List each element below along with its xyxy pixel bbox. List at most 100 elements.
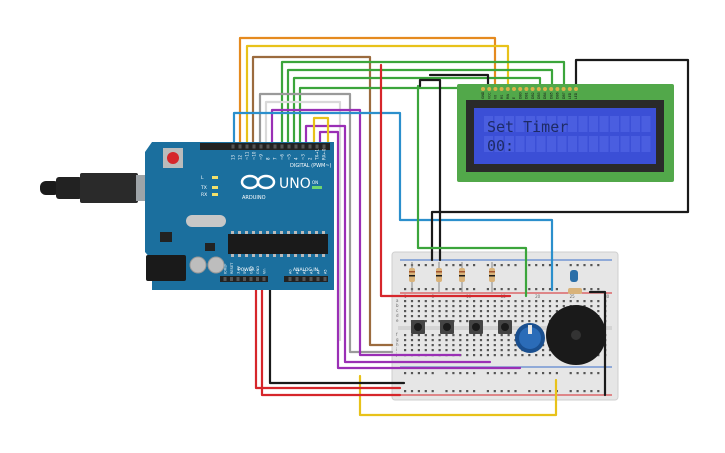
- bb-hole: [500, 349, 503, 352]
- bb-row-letter: i: [396, 347, 397, 352]
- rail-hole: [445, 372, 448, 375]
- bb-hole: [542, 315, 545, 318]
- rail-hole: [542, 264, 545, 267]
- bb-hole: [445, 300, 448, 303]
- rail-hole: [466, 288, 469, 291]
- digital-pin: [266, 144, 270, 149]
- bb-hole: [459, 349, 462, 352]
- bb-column-number: 25: [570, 294, 576, 299]
- lcd-cell: [494, 136, 504, 152]
- bb-hole: [445, 344, 448, 347]
- lcd-cell: [641, 116, 651, 132]
- bb-hole: [473, 310, 476, 313]
- rail-hole: [590, 264, 593, 267]
- bb-hole: [459, 334, 462, 337]
- bb-hole: [514, 349, 517, 352]
- bb-hole: [576, 300, 579, 303]
- power-pin-label: GND: [256, 266, 260, 274]
- pushbutton-cap: [443, 323, 451, 331]
- lcd-cell: [589, 116, 598, 132]
- analog-pin: [302, 277, 306, 281]
- rail-hole: [445, 390, 448, 393]
- bb-hole: [404, 334, 407, 337]
- digital-pin-label: ~6: [280, 154, 285, 160]
- bb-hole: [521, 310, 524, 313]
- lcd-cell: [641, 136, 651, 152]
- atmega-chip: [228, 234, 328, 254]
- rail-hole: [486, 372, 489, 375]
- rail-hole: [500, 372, 503, 375]
- bb-hole: [466, 354, 469, 357]
- rail-hole: [466, 264, 469, 267]
- chip-pin: [308, 231, 311, 234]
- lcd-pin-label: LED: [568, 92, 572, 99]
- lcd-pin-label: RS: [500, 95, 504, 99]
- bb-hole: [417, 339, 420, 342]
- analog-pin-label: A5: [324, 269, 328, 274]
- digital-pin-label: 4: [294, 157, 299, 160]
- power-pin: [256, 277, 259, 281]
- wire-green-pot: [416, 84, 528, 298]
- pushbuttons: [411, 320, 512, 334]
- bb-hole: [431, 300, 434, 303]
- digital-pin: [308, 144, 312, 149]
- lcd-cell: [547, 116, 556, 132]
- wire-red-2: [254, 278, 402, 390]
- bb-hole: [452, 300, 455, 303]
- bb-hole: [486, 344, 489, 347]
- bb-row-letter: e: [396, 318, 399, 323]
- rail-hole: [535, 264, 538, 267]
- rail-hole: [507, 264, 510, 267]
- bb-hole: [417, 305, 420, 308]
- rail-hole: [514, 390, 517, 393]
- rail-hole: [528, 264, 531, 267]
- bb-hole: [473, 300, 476, 303]
- rail-hole: [548, 288, 552, 291]
- bb-hole: [424, 315, 427, 318]
- power-pin-label: Vin: [263, 268, 267, 274]
- rail-hole: [493, 372, 496, 375]
- lcd-pin: [524, 87, 529, 91]
- rail-hole: [555, 264, 558, 267]
- bb-hole: [486, 310, 489, 313]
- power-pin: [223, 277, 227, 281]
- bb-hole: [410, 310, 414, 313]
- bb-hole: [424, 334, 427, 337]
- bb-hole: [486, 334, 489, 337]
- rail-hole: [466, 390, 469, 393]
- bb-hole: [431, 349, 434, 352]
- lcd-cell: [547, 136, 556, 152]
- bb-hole: [417, 315, 420, 318]
- digital-pin: [287, 144, 291, 149]
- bb-hole: [507, 354, 510, 357]
- bb-hole: [452, 305, 455, 308]
- bb-hole: [493, 305, 496, 308]
- rx-led: [212, 193, 218, 196]
- analog-pin: [288, 277, 292, 281]
- bb-row-letter: b: [396, 303, 399, 308]
- wire-orange: [238, 36, 497, 144]
- rail-hole: [500, 390, 503, 393]
- bb-hole: [424, 344, 427, 347]
- chip-pin: [322, 254, 325, 257]
- bb-hole: [597, 354, 600, 357]
- lcd-pin: [567, 87, 572, 91]
- bb-hole: [417, 310, 420, 313]
- lcd-cell: [610, 136, 619, 152]
- bb-hole: [493, 344, 496, 347]
- lcd-pin-label: GND: [481, 91, 485, 99]
- rail-hole: [473, 264, 476, 267]
- bb-hole: [500, 334, 503, 337]
- rail-hole: [417, 264, 420, 267]
- rail-hole: [535, 288, 538, 291]
- wire-brown: [251, 55, 394, 347]
- lcd-pin: [530, 87, 535, 91]
- bb-hole: [507, 310, 510, 313]
- bb-hole: [452, 310, 455, 313]
- analog-pin-label: A0: [289, 269, 293, 274]
- bb-hole: [493, 315, 496, 318]
- rail-hole: [410, 390, 414, 393]
- rail-hole: [417, 288, 420, 291]
- bb-hole: [445, 349, 448, 352]
- lcd-cell: [557, 116, 567, 132]
